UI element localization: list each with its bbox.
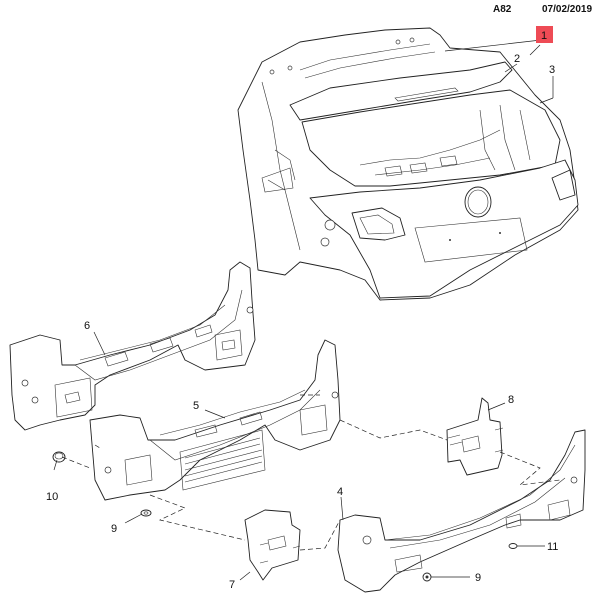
bumper-reinforcement[interactable] [337,429,586,593]
callout-11[interactable]: 11 [547,541,558,553]
grommet-plug-10[interactable] [52,451,66,463]
leader-10 [53,459,58,471]
liftgate-assembly[interactable] [237,27,579,301]
callout-6[interactable]: 6 [84,320,90,332]
callout-3[interactable]: 3 [549,64,555,76]
leader-5 [204,409,226,419]
callout-1-highlight [536,26,553,43]
callout-9-right[interactable]: 9 [475,572,481,584]
diagram-date: 07/02/2019 [542,4,593,15]
callout-10[interactable]: 10 [46,491,58,503]
nut-9-left[interactable] [140,509,152,517]
callout-4[interactable]: 4 [337,486,343,498]
callout-5[interactable]: 5 [193,400,199,412]
bracket-lower[interactable] [244,509,301,581]
rear-panel-lower[interactable] [89,339,341,501]
leader-4 [340,496,344,521]
leader-1 [444,39,542,52]
bracket-right[interactable] [446,397,504,476]
callout-7[interactable]: 7 [229,579,235,591]
leader-9a [124,513,143,524]
nut-11[interactable] [508,543,518,549]
callout-1[interactable]: 1 [541,30,547,42]
leader-2 [504,63,518,73]
callout-2[interactable]: 2 [514,53,520,65]
nut-9-right[interactable] [422,572,432,582]
rear-panel-upper[interactable] [9,261,256,431]
callout-8[interactable]: 8 [508,394,514,406]
leader-8 [487,402,506,411]
leader-6 [93,331,106,356]
callout-9-left[interactable]: 9 [111,523,117,535]
diagram-code: A82 [493,4,512,15]
leader-7 [239,571,251,581]
